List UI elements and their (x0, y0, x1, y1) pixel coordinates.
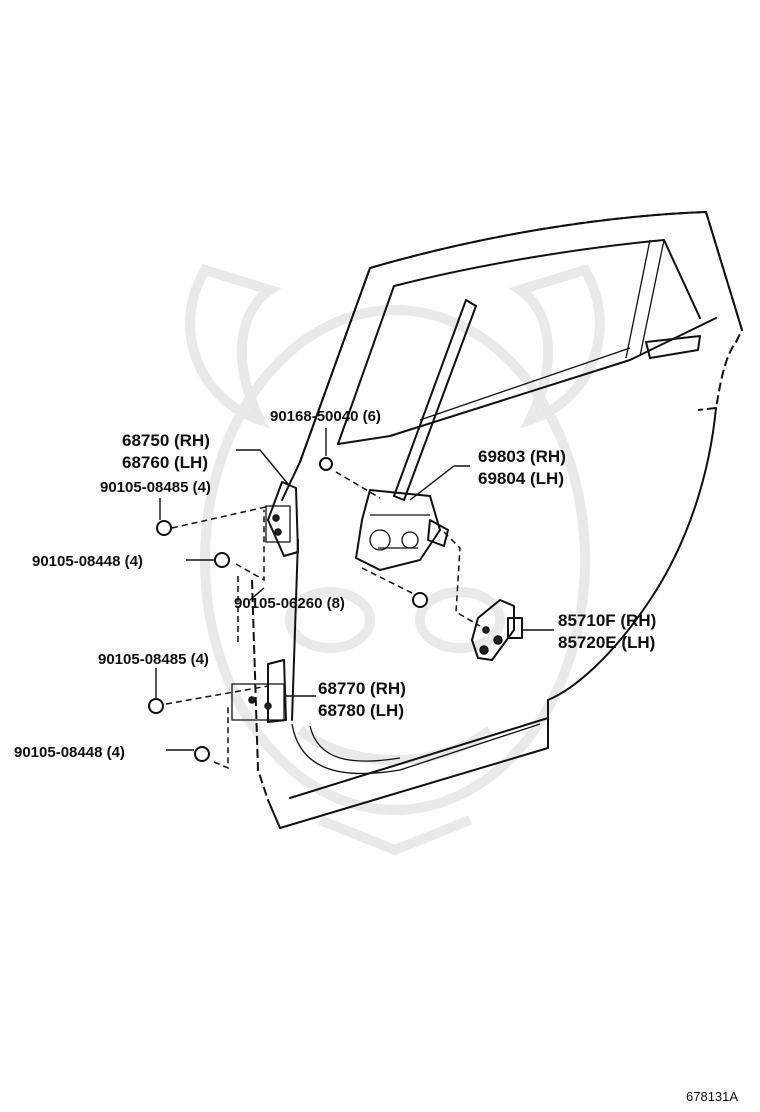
label-hinge-lower-lh: 68780 (LH) (318, 701, 404, 720)
bolt-icon (412, 592, 428, 608)
label-hinge-upper-lh: 68760 (LH) (122, 453, 208, 472)
bolt-icon (319, 457, 333, 471)
label-motor-lh: 85720E (LH) (558, 633, 655, 652)
assembly-lines (165, 471, 481, 770)
label-hinge-upper-rh: 68750 (RH) (122, 431, 210, 450)
label-bolt-upper-2: 90105-08448 (4) (32, 553, 143, 570)
label-motor-rh: 85710F (RH) (558, 611, 656, 630)
bolts (148, 457, 428, 762)
bolt-icon (214, 552, 230, 568)
upper-hinge (265, 481, 299, 557)
leader-lines (155, 428, 554, 751)
label-regulator-lh: 69804 (LH) (478, 469, 564, 488)
label-hinge-lower-rh: 68770 (RH) (318, 679, 406, 698)
window-regulator (355, 299, 477, 571)
window-motor (471, 599, 523, 661)
label-bolt-regulator: 90105-06260 (8) (234, 595, 345, 612)
watermark-emblem (185, 264, 605, 856)
bolt-icon (194, 746, 210, 762)
bolt-icon (156, 520, 172, 536)
diagram-reference-number: 678131A (686, 1089, 738, 1104)
label-screw-top: 90168-50040 (6) (270, 408, 381, 425)
bolt-icon (148, 698, 164, 714)
label-regulator-rh: 69803 (RH) (478, 447, 566, 466)
label-bolt-lower-2: 90105-08448 (4) (14, 744, 125, 761)
lower-hinge (231, 659, 287, 723)
door-outline (251, 210, 744, 829)
label-bolt-upper-1: 90105-08485 (4) (100, 479, 211, 496)
label-bolt-lower-1: 90105-08485 (4) (98, 651, 209, 668)
